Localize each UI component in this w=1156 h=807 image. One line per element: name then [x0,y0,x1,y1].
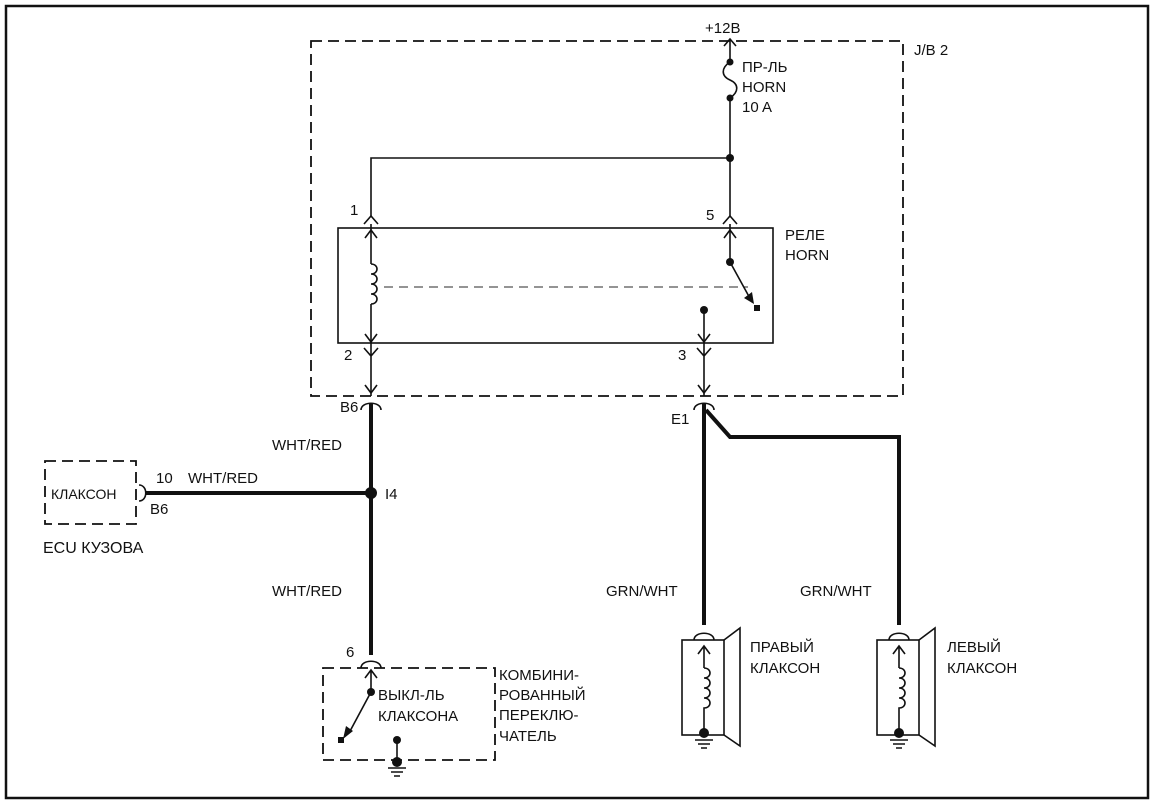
right-horn-connector [693,632,715,641]
right-horn [681,626,741,749]
switch-label-2: КЛАКСОНА [378,708,458,725]
right-horn-coil-icon [703,667,711,730]
right-horn-label-1: ПРАВЫЙ [750,638,814,656]
switch-pin-label: 6 [346,644,354,661]
connector-e1 [693,402,715,411]
relay-label-1: РЕЛЕ [785,227,825,244]
left-horn-ground-dot [894,728,904,738]
left-horn-label-1: ЛЕВЫЙ [947,638,1001,656]
relay-label-2: HORN [785,247,829,264]
right-horn-label-2: КЛАКСОН [750,660,820,677]
splice-i4-label: I4 [385,486,398,503]
left-horn-arrow [892,644,906,668]
relay-pin2-label: 2 [344,347,352,364]
combo-label-2: РОВАННЫЙ [499,686,586,704]
left-horn [876,626,936,749]
junction-box-label: J/B 2 [914,42,948,59]
fuse-symbol [722,61,738,99]
relay-coil-arrow-top [364,228,378,239]
supply-label: +12В [705,20,740,37]
wire-label-grn-wht-right: GRN/WHT [606,583,678,600]
switch-label-1: ВЫКЛ-ЛЬ [378,687,445,704]
right-horn-bell [723,626,741,748]
relay-pin1-label: 1 [350,202,358,219]
right-horn-ground-icon [695,739,713,749]
connector-pin3 [696,344,712,396]
relay-coil-arrow-bottom [364,333,378,344]
fuse-label-2: HORN [742,79,786,96]
relay-contact-arrow [723,228,737,239]
left-horn-ground-icon [890,739,908,749]
wire-grn-wht-left [704,408,901,625]
connector-pin5 [722,214,738,225]
wire-label-wht-red-ecu: WHT/RED [188,470,258,487]
right-horn-body [681,639,725,736]
right-horn-arrow [697,644,711,668]
left-horn-bell [918,626,936,748]
wire-label-wht-red-bottom: WHT/RED [272,583,342,600]
ecu-connector-label: B6 [150,501,168,518]
fuse-label-3: 10 A [742,99,772,116]
relay-contact-terminal [754,305,760,311]
switch-terminal [338,737,344,743]
ecu-box-label: КЛАКСОН [51,486,116,502]
relay-pin5-label: 5 [706,207,714,224]
relay-pin3-label: 3 [678,347,686,364]
connector-pin1 [363,214,379,225]
left-horn-label-2: КЛАКСОН [947,660,1017,677]
combo-label-1: КОМБИНИ- [499,667,579,684]
switch-ground-dot [392,757,402,767]
ground-icon [388,767,406,777]
connector-e1-label: E1 [671,411,689,428]
switch-connector [360,660,382,669]
relay-no-contact-arrow [697,333,711,344]
connector-b6-label: B6 [340,399,358,416]
left-horn-connector [888,632,910,641]
relay-box [337,227,774,344]
relay-coil-icon [370,263,378,305]
right-horn-ground-dot [699,728,709,738]
switch-blade-head [343,726,353,739]
junction-box-outline [310,40,904,397]
combo-label-4: ЧАТЕЛЬ [499,728,557,745]
wire-to-relay-pin1 [370,157,730,217]
left-horn-body [876,639,920,736]
ecu-box [44,460,137,525]
fuse-label-1: ПР-ЛЬ [742,59,788,76]
wire-label-grn-wht-left: GRN/WHT [800,583,872,600]
wire-label-wht-red-top: WHT/RED [272,437,342,454]
pin3-arrow-lower [697,384,711,395]
ecu-caption: ECU КУЗОВА [43,540,144,557]
ecu-pin-label: 10 [156,470,173,487]
left-horn-coil-icon [898,667,906,730]
pin2-arrow-lower [364,384,378,395]
connector-pin2 [363,344,379,396]
ecu-connector [138,484,147,502]
combo-label-3: ПЕРЕКЛЮ- [499,707,579,724]
combination-switch-box [322,667,496,761]
supply-arrow [723,37,737,62]
diagram-frame [4,4,1150,800]
relay-contact-blade-head [744,292,754,304]
connector-b6-jb [360,402,382,411]
switch-blade [348,691,372,734]
